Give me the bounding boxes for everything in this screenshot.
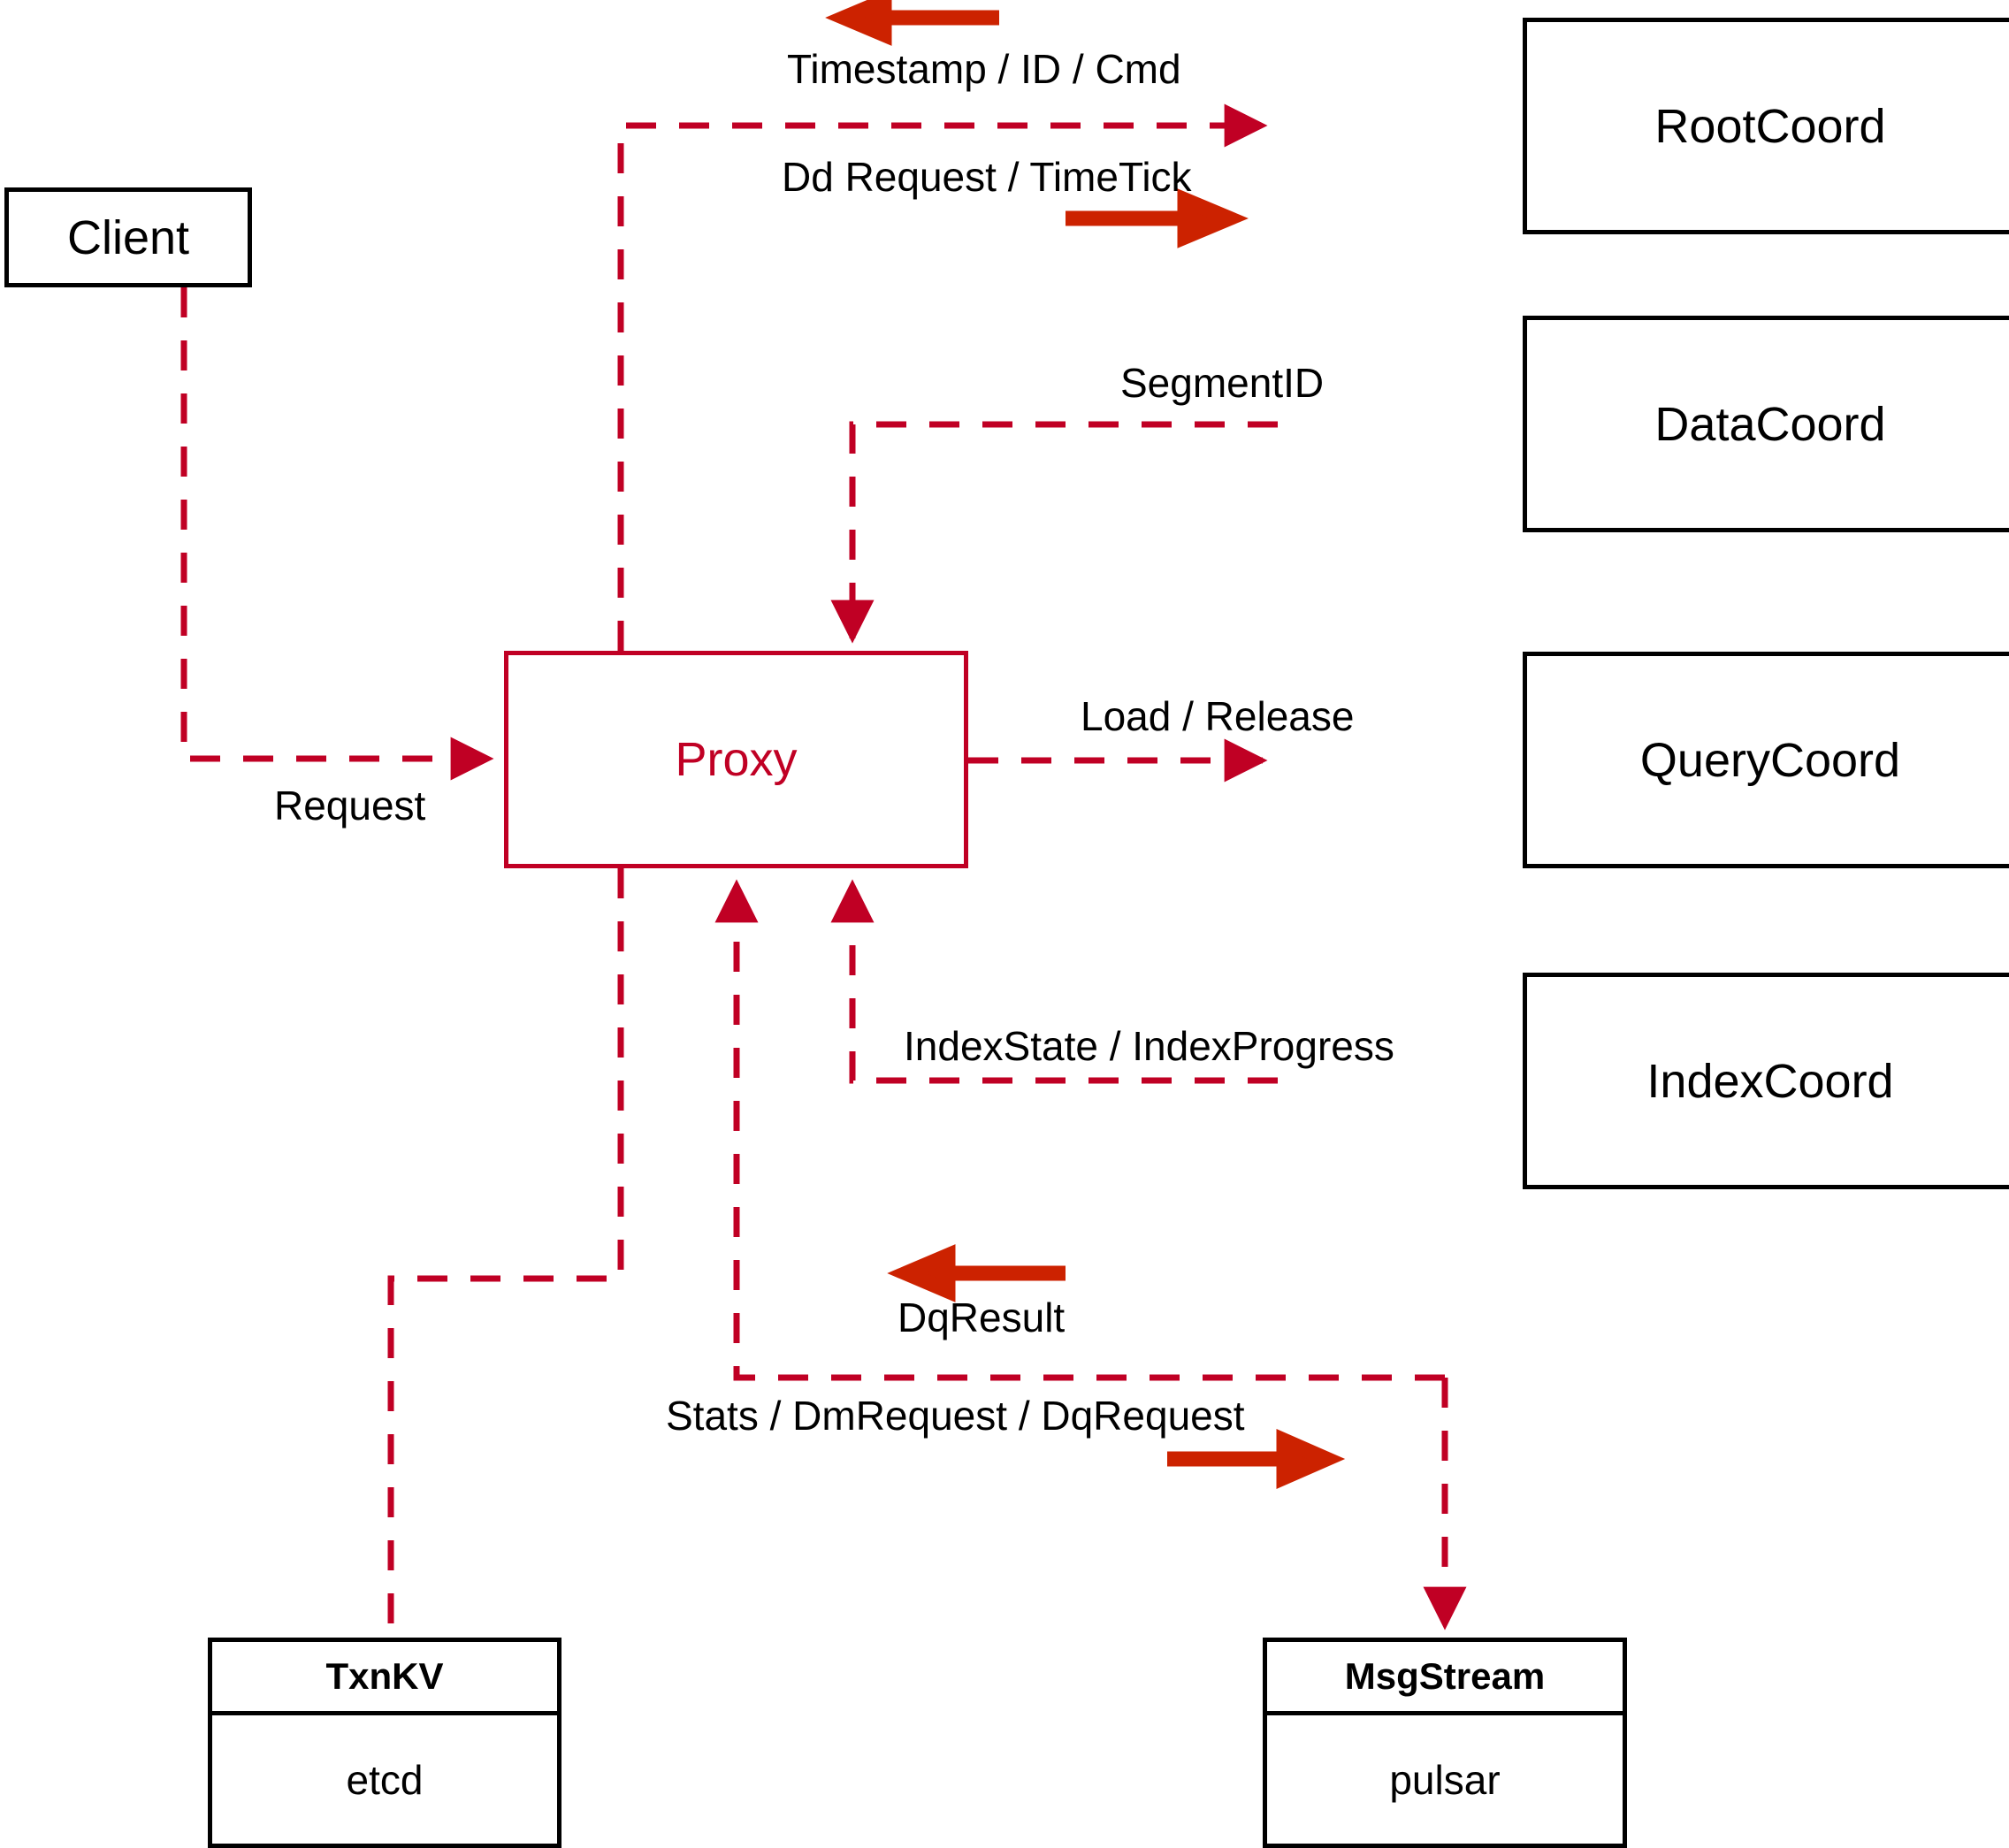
edge-label-text: Dd Request / TimeTick (782, 154, 1192, 200)
edge-proxy-to-txnkv (387, 868, 624, 1638)
node-rootcoord-label: RootCoord (1654, 99, 1886, 153)
node-msgstream-body: pulsar (1267, 1715, 1623, 1844)
edge-label-text: SegmentID (1120, 360, 1325, 406)
edge-label-text: Load / Release (1081, 693, 1355, 739)
edge-label-text: Timestamp / ID / Cmd (787, 46, 1181, 92)
node-querycoord-label: QueryCoord (1639, 733, 1901, 787)
node-proxy-label: Proxy (675, 733, 798, 786)
edge-label-text: IndexState / IndexProgress (904, 1023, 1394, 1069)
node-txnkv-body-label: etcd (346, 1756, 424, 1803)
node-datacoord[interactable]: DataCoord (1523, 316, 2009, 532)
edge-label-dqresult: DqResult (898, 1297, 1065, 1338)
edge-label-stats-dmrequest-dqrequest: Stats / DmRequest / DqRequest (666, 1395, 1245, 1436)
node-indexcoord-label: IndexCoord (1646, 1054, 1894, 1108)
edge-label-text: Request (274, 783, 426, 829)
arrow-timestamp-left-icon (825, 0, 999, 46)
node-client[interactable]: Client (4, 187, 252, 287)
node-client-label: Client (66, 210, 190, 264)
node-msgstream-header: MsgStream (1267, 1642, 1623, 1715)
node-txnkv[interactable]: TxnKV etcd (208, 1638, 561, 1848)
edge-label-timestamp-id-cmd: Timestamp / ID / Cmd (787, 49, 1181, 89)
edge-label-text: Stats / DmRequest / DqRequest (666, 1393, 1245, 1439)
edge-label-indexstate-indexprogress: IndexState / IndexProgress (904, 1026, 1394, 1066)
arrow-dqresult-left-icon (887, 1244, 1066, 1302)
node-indexcoord[interactable]: IndexCoord (1523, 973, 2009, 1189)
edge-label-request: Request (274, 785, 425, 826)
node-msgstream-body-label: pulsar (1389, 1756, 1501, 1803)
edge-client-to-proxy (180, 287, 494, 781)
node-txnkv-header: TxnKV (212, 1642, 557, 1715)
node-msgstream-header-label: MsgStream (1344, 1655, 1546, 1697)
edge-indexcoord-to-proxy (830, 879, 1278, 1084)
node-querycoord[interactable]: QueryCoord (1523, 652, 2009, 868)
edge-msgstream-to-proxy (714, 879, 1445, 1381)
edge-datacoord-to-proxy (830, 421, 1278, 644)
edge-proxy-to-rootcoord (617, 103, 1268, 651)
node-msgstream[interactable]: MsgStream pulsar (1263, 1638, 1627, 1848)
node-proxy[interactable]: Proxy (504, 651, 968, 868)
arrow-ddrequest-right-icon (1066, 188, 1249, 248)
edge-label-load-release: Load / Release (1081, 696, 1354, 737)
edge-label-segmentid: SegmentID (1120, 363, 1324, 403)
node-datacoord-label: DataCoord (1654, 397, 1886, 451)
node-txnkv-body: etcd (212, 1715, 557, 1844)
node-rootcoord[interactable]: RootCoord (1523, 18, 2009, 234)
edge-label-dd-request-timetick: Dd Request / TimeTick (782, 157, 1192, 197)
node-txnkv-header-label: TxnKV (325, 1655, 444, 1697)
edge-label-text: DqResult (898, 1294, 1066, 1340)
arrow-stats-right-icon (1167, 1429, 1346, 1489)
